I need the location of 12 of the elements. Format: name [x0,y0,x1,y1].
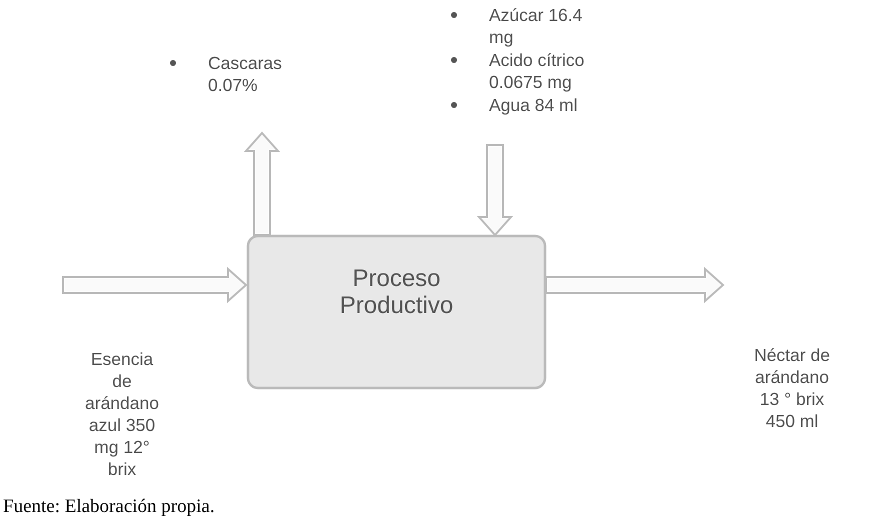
block-arrow [545,266,724,304]
list-item-text: Cascaras 0.07% [208,52,283,96]
list-item-text: Azúcar 16.4 mg [489,4,584,48]
process-label: Proceso Productivo [338,265,454,319]
list-item-text: Acido cítrico 0.0675 mg [489,49,586,93]
flow-label: Néctar de arándano 13 ° brix 450 ml [753,344,831,432]
list-item-text: Agua 84 ml [489,94,579,116]
block-arrow [244,132,280,236]
block-arrow [62,266,248,304]
flow-label: Esencia de arándano azul 350 mg 12° brix [84,348,160,480]
block-arrow [476,144,514,236]
caption: Fuente: Elaboración propia. [3,496,215,518]
